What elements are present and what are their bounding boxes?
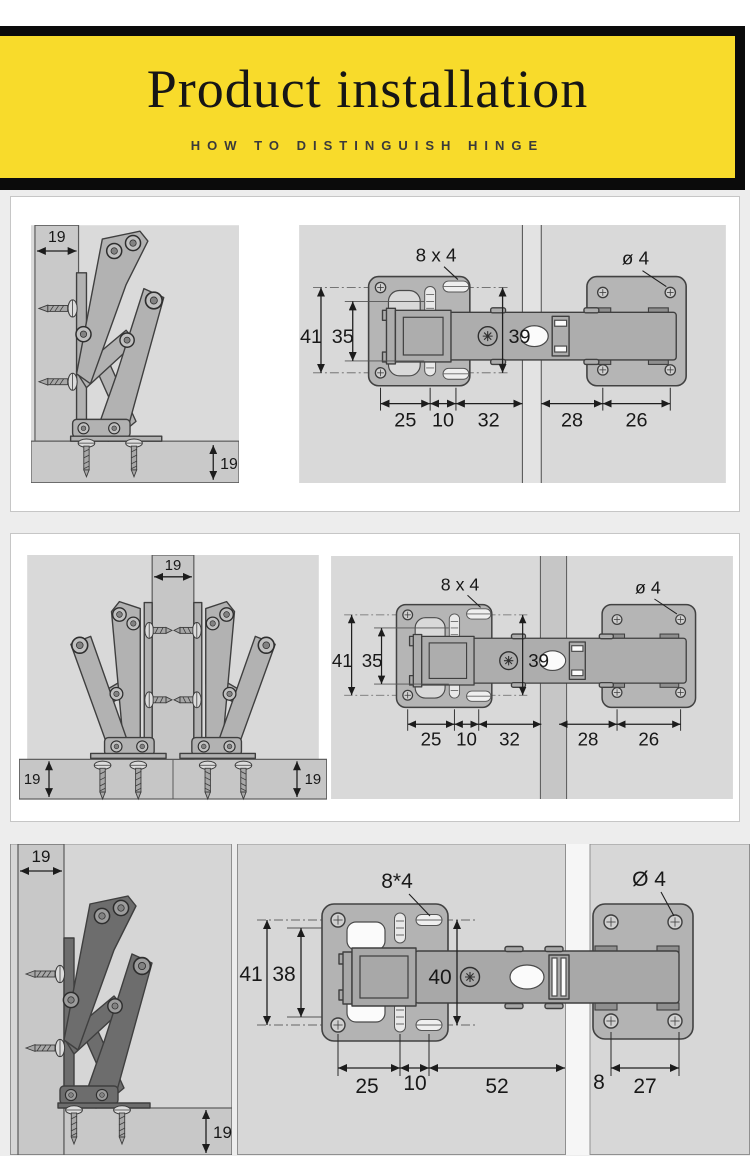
dim-b5: 26 [626,409,648,431]
dim-b1: 25 [421,729,442,750]
dim-b3: 52 [485,1075,508,1098]
dim-b1: 25 [394,409,416,431]
page-subtitle: HOW TO DISTINGUISH HINGE [190,137,545,153]
banner: Product installation HOW TO DISTINGUISH … [0,26,745,190]
dim-b2: 10 [456,729,477,750]
dim-b1: 25 [355,1075,378,1098]
dim-b5: 26 [638,729,659,750]
dim-board-width: 19 [32,847,51,866]
dim-b2: 10 [403,1072,426,1095]
dim-hole-size: ø 4 [635,577,661,597]
panel3-side-view-drawing: 19 19 [10,844,232,1155]
hinge-arm [414,950,680,1004]
dim-b3: 32 [478,409,500,431]
panel2-top-view-drawing: 8 x 4 ø 4 41 35 39 25 10 32 28 26 [331,556,733,799]
dim-v3: 39 [528,650,549,671]
panel1-top-view-drawing: 8 x 4 ø 4 41 35 39 25 10 32 28 26 [299,225,726,483]
dim-v2: 35 [362,650,383,671]
panel-2: 19 19 19 8 x 4 ø 4 41 35 39 25 10 [10,533,740,822]
bottom-board [63,1107,232,1155]
dim-b4: 28 [561,409,583,431]
dim-v1: 41 [332,650,353,671]
dim-v1: 41 [239,963,262,986]
dim-b2: 10 [432,409,454,431]
panel1-side-view-drawing: 19 19 [31,225,239,483]
top-strip [0,0,750,26]
center-partition [151,554,195,760]
dim-b4: 8 [593,1071,605,1094]
dim-right-thickness: 19 [305,772,322,788]
panel2-front-view-drawing: 19 19 19 [19,554,327,801]
dim-b3: 32 [499,729,520,750]
dim-v3: 39 [509,326,531,348]
dim-slot-size: 8 x 4 [441,575,480,595]
dim-v2: 35 [332,326,354,348]
dim-hole-size: ø 4 [622,248,649,269]
banner-inner: Product installation HOW TO DISTINGUISH … [0,36,735,178]
dim-v3: 40 [428,966,451,989]
dim-b4: 28 [578,729,599,750]
panel3-top-view-drawing: 8*4 Ø 4 41 38 40 25 10 52 8 27 [237,844,750,1155]
dim-left-thickness: 19 [24,772,41,788]
dim-board-thickness: 19 [220,456,238,473]
hinge-left [70,600,174,800]
dim-hole-size: Ø 4 [632,868,666,891]
panel-1: 19 19 8 x 4 ø 4 41 35 39 25 10 32 28 26 [10,196,740,512]
page-title: Product installation [146,58,589,119]
dim-v2: 38 [272,963,295,986]
partition-screw [144,690,174,708]
side-panel-board [34,225,80,442]
dim-v1: 41 [300,326,322,348]
dim-partition-width: 19 [165,557,182,573]
dim-slot-size: 8*4 [381,870,413,893]
dim-slot-size: 8 x 4 [416,245,457,266]
dim-b5: 27 [633,1075,656,1098]
content: 19 19 8 x 4 ø 4 41 35 39 25 10 32 28 26 [0,190,750,1156]
dim-board-width: 19 [48,229,66,246]
side-panel-board [17,844,65,1155]
panel-3: 19 19 [10,844,750,1155]
partition-screw [144,621,174,639]
dim-board-thickness: 19 [213,1123,232,1142]
